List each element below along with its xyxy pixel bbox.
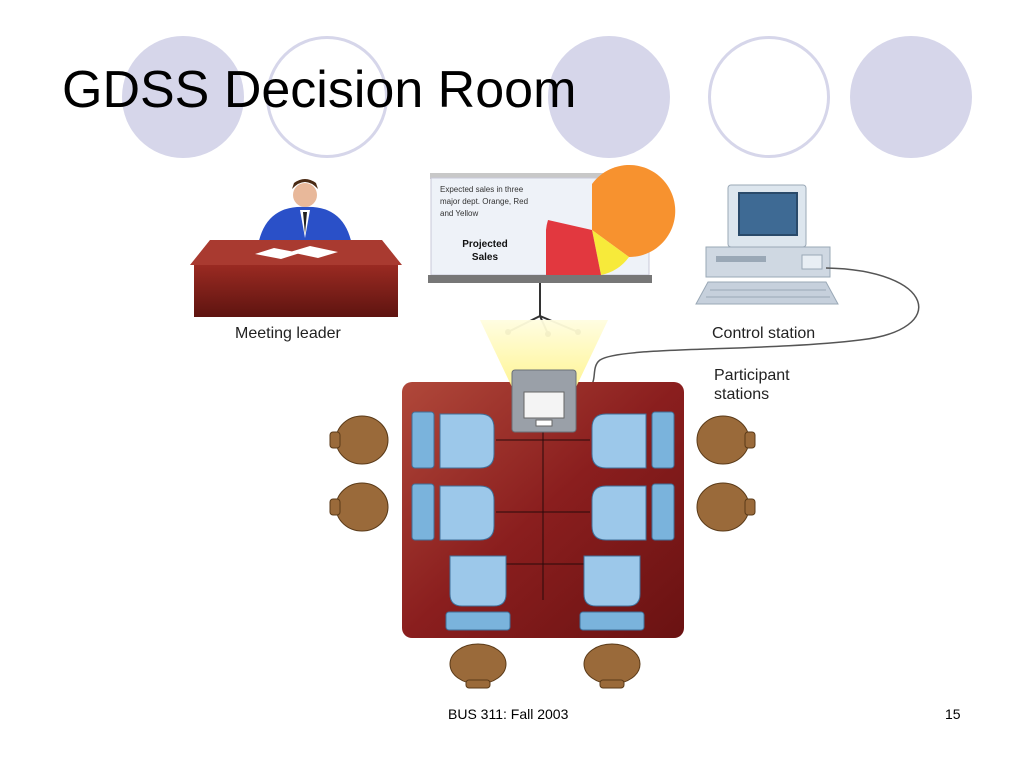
participant-station [411, 483, 495, 541]
chair [329, 415, 389, 465]
label-meeting-leader: Meeting leader [235, 325, 342, 342]
participant-station [591, 483, 675, 541]
slide-footer: BUS 311: Fall 2003 [448, 706, 569, 722]
chair [583, 643, 641, 689]
chair [696, 482, 756, 532]
pie-slice-yellow [592, 230, 629, 275]
chair [696, 415, 756, 465]
pie-slice-orange [592, 165, 676, 258]
decorative-circle [266, 36, 388, 158]
meeting-leader-desk [190, 240, 402, 317]
decorative-circle [850, 36, 972, 158]
pie-slice-red [546, 220, 601, 275]
label-participant-line1: Participant [714, 367, 790, 384]
participant-station [579, 555, 645, 631]
chair [449, 643, 507, 689]
control-station-computer [695, 184, 839, 305]
screen-text: Expected sales in three major dept. Oran… [440, 185, 530, 218]
network-cable [591, 267, 920, 385]
screen-heading-line1: Projected [462, 239, 508, 250]
decorative-circle [708, 36, 830, 158]
projector [511, 369, 577, 433]
participant-station [591, 411, 675, 469]
label-control-station: Control station [712, 325, 815, 342]
pie-chart-graphic [546, 165, 676, 275]
participant-station [411, 411, 495, 469]
slide-page-number: 15 [945, 706, 961, 722]
decorative-circle [122, 36, 244, 158]
screen-heading-line2: Sales [472, 252, 499, 263]
meeting-leader-figure [258, 179, 352, 245]
chair [329, 482, 389, 532]
decorative-circle [548, 36, 670, 158]
label-participant-line2: stations [714, 386, 769, 403]
participant-station [445, 555, 511, 631]
slide-title: GDSS Decision Room [62, 61, 577, 119]
